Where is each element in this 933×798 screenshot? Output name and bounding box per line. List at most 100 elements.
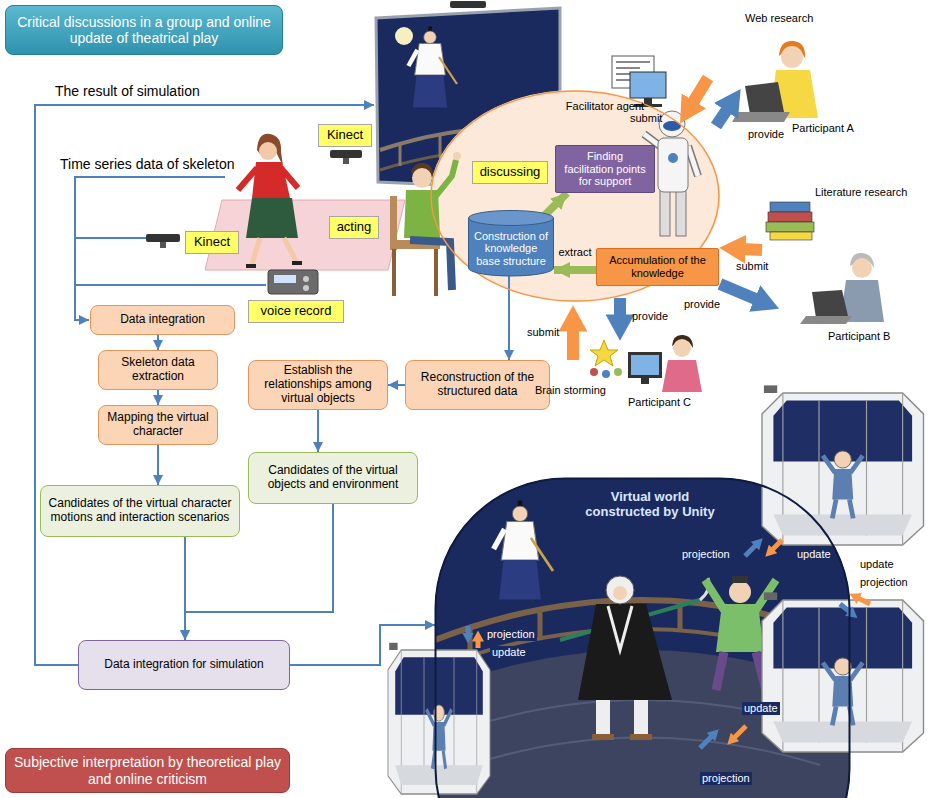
virtual-world [608, 606, 632, 650]
participant-b [766, 202, 884, 324]
process-box: Data integration for simulation [78, 640, 290, 690]
virtual-world [716, 604, 764, 652]
node-text: Data integration for simulation [104, 658, 263, 672]
seated-person [412, 168, 432, 188]
node-text: Subjective interpretation by theoretical… [11, 754, 284, 786]
exchange-arrow [742, 249, 762, 250]
tag-box: voice record [248, 300, 344, 323]
virtual-world [578, 604, 672, 700]
participant-b [768, 212, 812, 222]
node-text: acting [337, 220, 372, 235]
node-text: Finding facilitation points for support [561, 150, 649, 188]
seated-person [404, 190, 440, 238]
virtual-world [606, 576, 634, 604]
text-label: submit [630, 112, 662, 125]
participant-c [590, 340, 618, 366]
world-outline [436, 479, 850, 798]
cylinder-body [469, 218, 554, 276]
participant-c [628, 352, 662, 378]
participant-a [781, 46, 803, 68]
ellipse-outline [431, 91, 719, 301]
update-arrow [772, 540, 782, 550]
acting-person [259, 142, 277, 160]
cylinder-cap [469, 211, 554, 226]
agent-ellipse: Facilitator agentFinding facilitation po… [430, 90, 720, 302]
booth [388, 385, 924, 794]
booth [762, 592, 924, 752]
text-label: Participant B [828, 330, 890, 343]
text-label: update [742, 702, 780, 715]
node-text: Establish the relationships among virtua… [254, 364, 382, 405]
node-text: Accumulation of the knowledge [602, 254, 713, 279]
flow-line [75, 237, 146, 239]
virtual-world [592, 734, 614, 740]
participant-b [770, 232, 812, 240]
acting-stage [160, 242, 166, 248]
seated-person [390, 196, 397, 250]
virtual-world [630, 734, 652, 740]
acting-person [246, 263, 302, 266]
node-text: Data integration [120, 313, 205, 327]
update-arrow [700, 736, 712, 748]
text-label: provide [748, 128, 784, 141]
connector [290, 625, 435, 665]
seated-person [390, 152, 461, 296]
node-text: voice record [261, 304, 332, 319]
node-text: Construction of knowledge base structure [472, 230, 550, 268]
acting-stage [146, 234, 180, 242]
node-text: Reconstruction of the structured data [411, 371, 544, 399]
node-text: Candidates of the virtual objects and en… [254, 464, 412, 492]
facilitator-robot [660, 190, 670, 236]
exchange-arrow [614, 298, 626, 318]
voice-recorder [274, 275, 296, 283]
title-box: Critical discussions in a group and onli… [5, 5, 283, 55]
text-label: submit [527, 326, 559, 339]
tag-box: Kinect [318, 124, 372, 147]
process-box: Establish the relationships among virtua… [248, 360, 388, 410]
exchange-arrow [573, 78, 762, 360]
participant-c [590, 368, 598, 376]
text-label: provide [684, 298, 720, 311]
connector [317, 410, 319, 452]
text-label: Participant A [792, 122, 854, 135]
participant-c [631, 355, 659, 375]
candidate-box: Candidates of the virtual character moti… [40, 485, 240, 537]
flow-line [75, 284, 266, 286]
acting-person [238, 168, 298, 190]
update-arrow [734, 726, 746, 738]
participant-a [745, 82, 784, 114]
participant-b [766, 222, 814, 232]
participant-b [852, 258, 872, 278]
participant-c [662, 360, 702, 392]
edge-label: extract [558, 246, 591, 259]
simulation-screen [450, 1, 486, 8]
seated-person [453, 152, 461, 160]
node-text: Kinect [327, 128, 363, 143]
virtual-world [732, 576, 748, 583]
process-box: Finding facilitation points for support [555, 145, 655, 193]
voice-recorder [303, 276, 309, 282]
simulation-screen [408, 26, 457, 107]
participant-c [673, 339, 691, 357]
text-label: projection [680, 548, 732, 561]
virtual-world [634, 700, 648, 734]
participant-b [812, 290, 848, 318]
process-box: Mapping the virtual character [98, 405, 218, 445]
facilitation-area [430, 90, 720, 302]
facilitator-robot [659, 111, 685, 137]
process-box: Reconstruction of the structured data [405, 360, 550, 410]
participant-c [614, 368, 622, 376]
acting-person [246, 198, 298, 238]
process-box: Accumulation of the knowledge [596, 248, 719, 286]
participant-a [630, 72, 666, 98]
candidate-box: Candidates of the virtual objects and en… [248, 452, 418, 504]
node-text: Facilitator agent [555, 100, 655, 113]
tag-box: acting [329, 216, 379, 239]
booth [388, 643, 490, 794]
participant-c [641, 378, 649, 384]
acting-person [238, 134, 302, 266]
connector [388, 384, 405, 386]
process-box: Skeleton data extraction [98, 350, 218, 390]
